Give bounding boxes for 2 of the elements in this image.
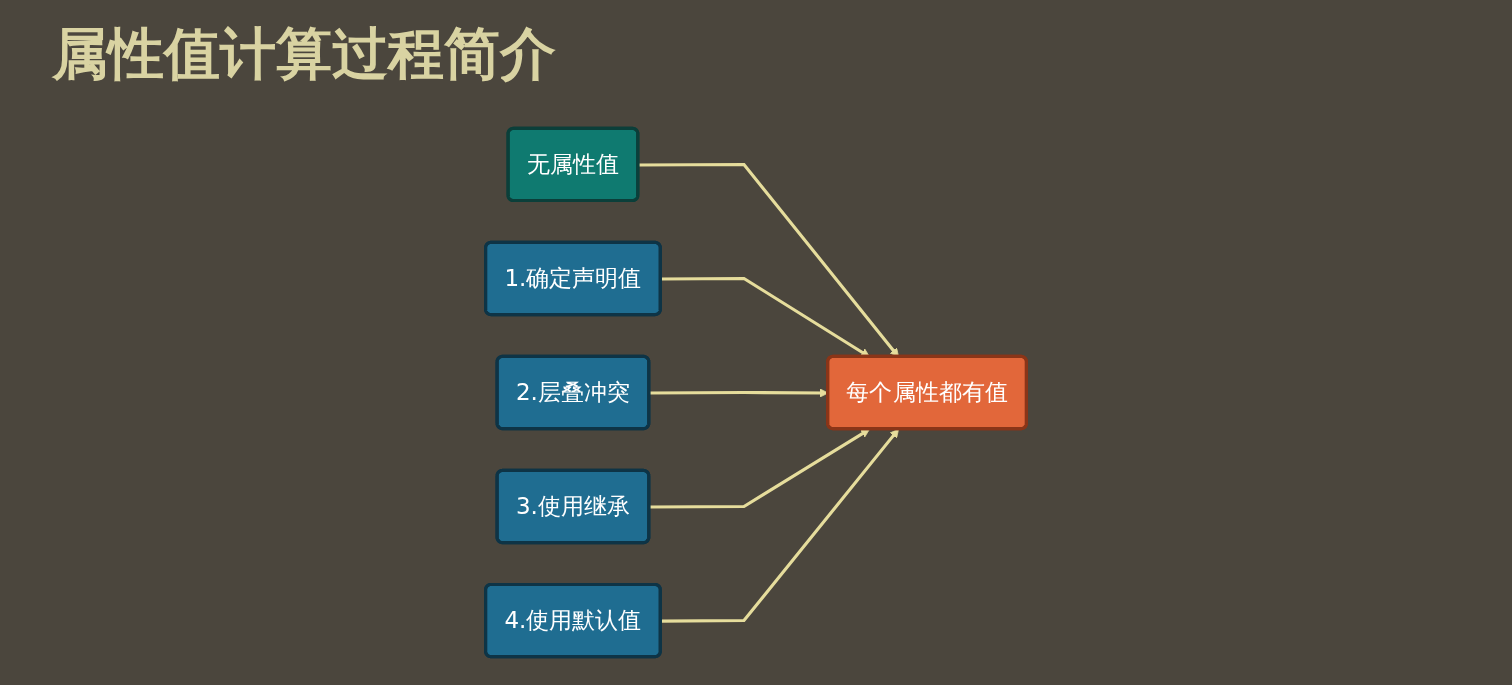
title: 属性值计算过程简介: [52, 20, 556, 88]
arrow: [649, 428, 871, 509]
